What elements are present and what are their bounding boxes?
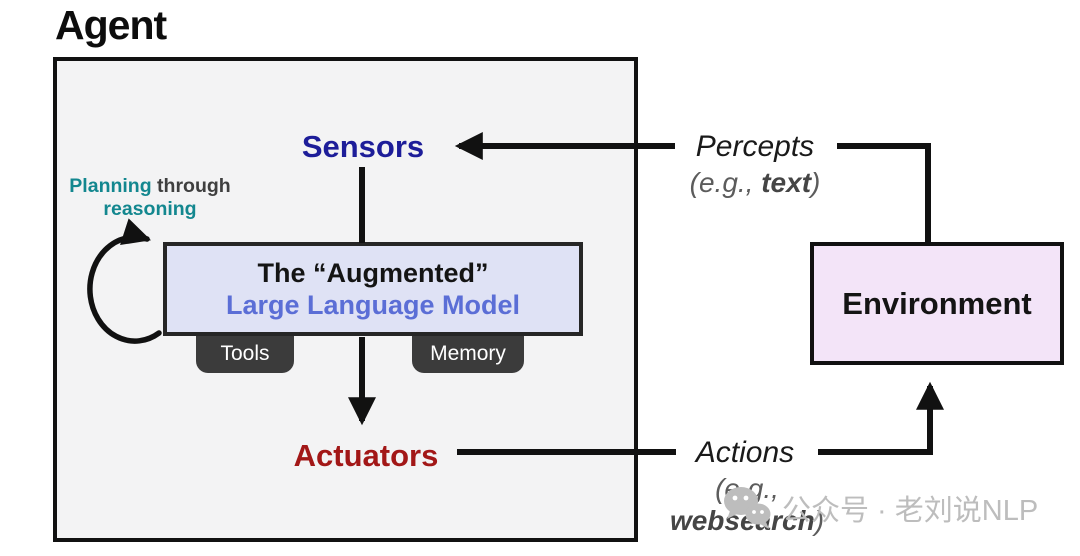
environment-label: Environment [842, 285, 1032, 321]
tools-tab-label: Tools [220, 342, 270, 365]
tools-tab: Tools [196, 335, 294, 373]
memory-tab-label: Memory [430, 342, 506, 365]
sensors-label: Sensors [301, 129, 425, 164]
watermark-text: 公众号 · 老刘说NLP [782, 495, 1039, 527]
watermark: 公众号 · 老刘说NLP [722, 486, 1038, 530]
actions-label: Actions [695, 436, 795, 469]
llm-box-title: The “Augmented” [257, 258, 489, 288]
memory-tab: Memory [412, 335, 524, 373]
augmented-llm-box: The “Augmented” Large Language Model [163, 242, 583, 336]
environment-box: Environment [810, 242, 1064, 365]
planning-word: Planning [69, 175, 152, 197]
actuators-label: Actuators [293, 438, 439, 473]
reasoning-word: reasoning [103, 198, 197, 220]
page-title: Agent [55, 2, 167, 48]
percepts-example: (e.g., text) [689, 167, 821, 198]
wechat-icon [724, 487, 771, 529]
percepts-example-bold: text [761, 167, 812, 198]
llm-box-subtitle: Large Language Model [225, 290, 521, 320]
percepts-label: Percepts [695, 130, 815, 163]
through-word: through [151, 175, 231, 197]
planning-label: Planning through reasoning [40, 175, 260, 221]
